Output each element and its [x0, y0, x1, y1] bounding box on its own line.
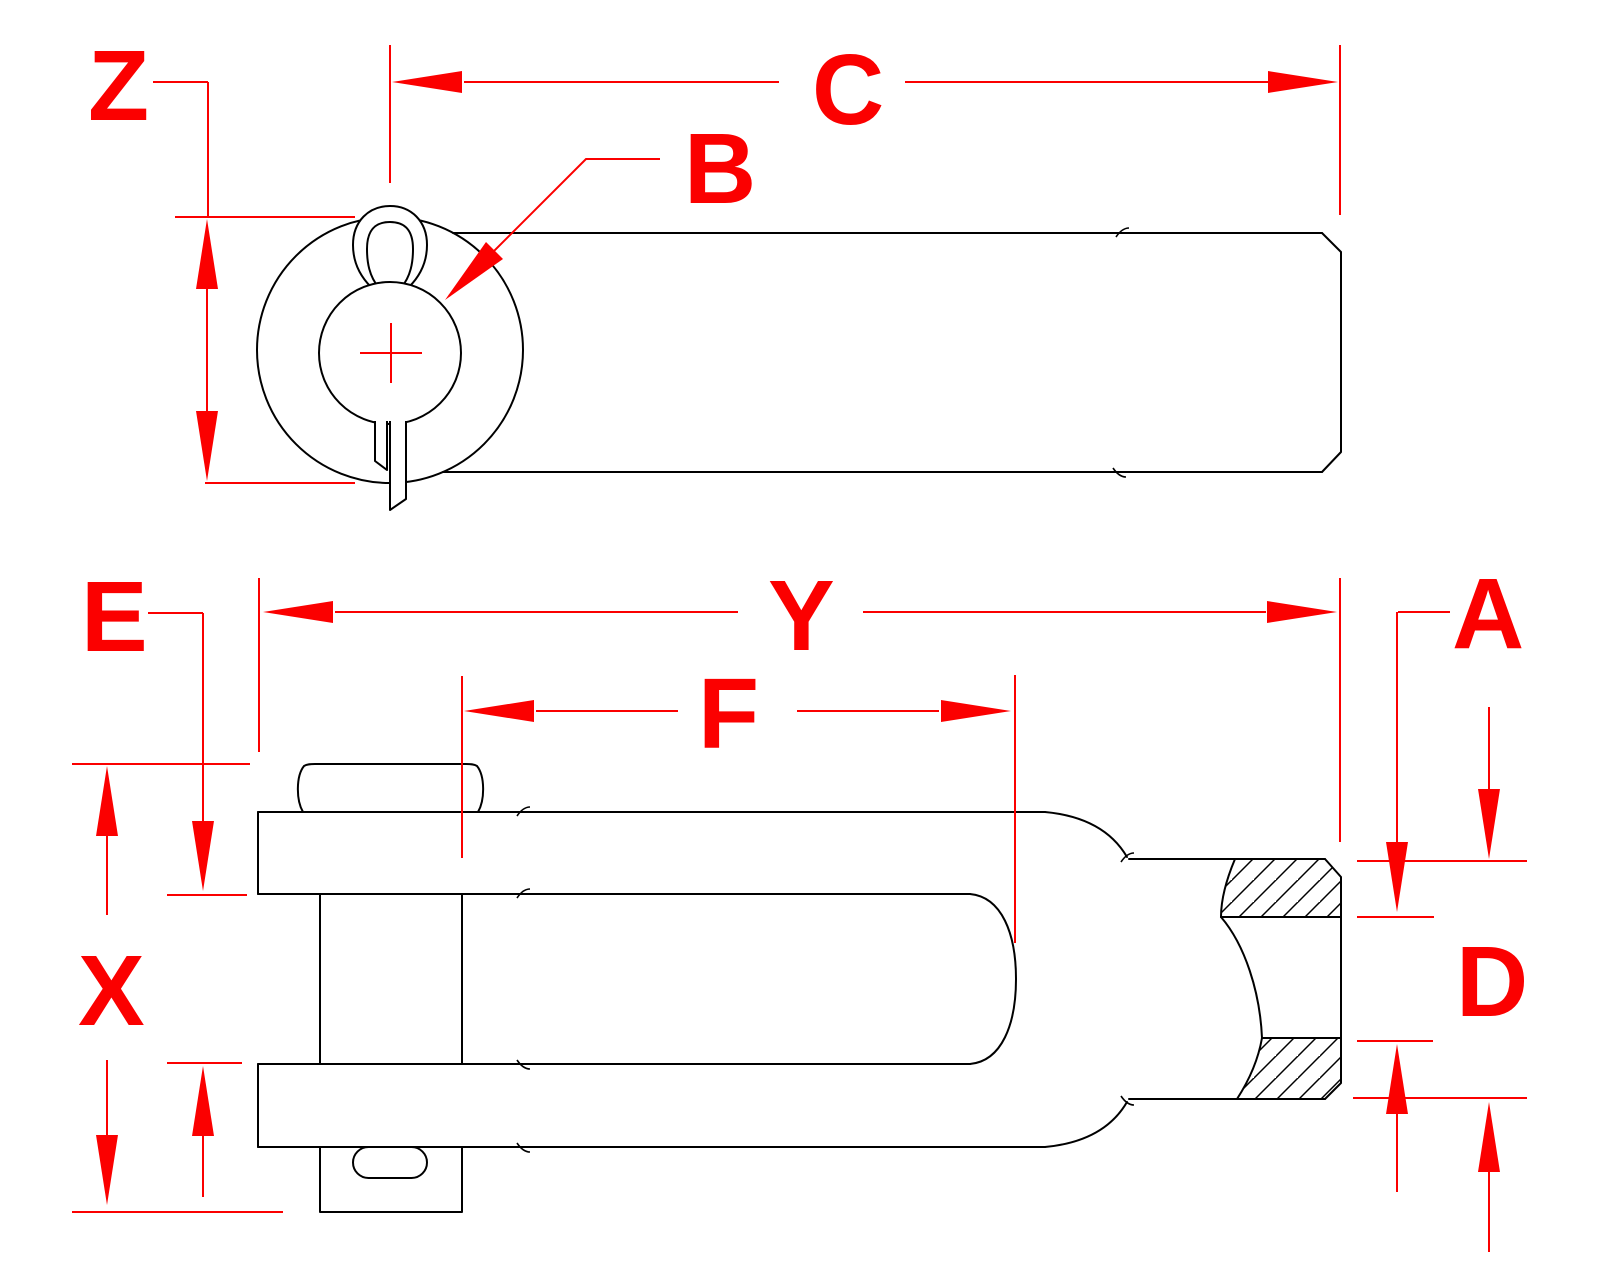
cotter-leg-right	[389, 421, 407, 511]
swage-break-mark	[1115, 227, 1130, 238]
swage-break-mark	[516, 888, 531, 899]
arrow-down-icon	[96, 1135, 118, 1205]
bore-bottom-curve	[1220, 916, 1263, 1039]
dim-label-a: A	[1452, 558, 1524, 670]
arrow-left-icon	[263, 601, 333, 623]
dimension-e	[148, 612, 247, 1197]
swage-break-mark	[516, 1059, 531, 1070]
dim-label-d: D	[1456, 926, 1528, 1038]
dim-label-e: E	[81, 561, 148, 673]
bore-cone-upper	[1220, 858, 1236, 918]
dimension-y	[258, 578, 1341, 842]
dimension-d	[1353, 707, 1527, 1252]
arrow-down-icon	[192, 821, 214, 891]
cotter-leg-left	[374, 421, 388, 471]
dimension-c	[389, 45, 1341, 215]
taper-fillet-top	[1044, 811, 1128, 858]
cotter-ring-inner	[366, 221, 414, 289]
swage-break-mark	[516, 806, 531, 817]
dim-label-b: B	[684, 113, 756, 225]
arrow-up-icon	[1386, 1044, 1408, 1114]
taper-fillet-bottom	[1044, 1101, 1128, 1148]
arrow-up-icon	[196, 219, 218, 289]
dim-label-c: C	[812, 34, 884, 146]
arrow-right-icon	[941, 700, 1011, 722]
dim-label-y: Y	[768, 560, 835, 672]
dim-label-z: Z	[88, 30, 149, 142]
cotter-ring-outer	[352, 205, 428, 288]
dimension-f	[461, 675, 1016, 943]
fork-view-geometry	[257, 763, 1342, 1213]
dimension-x	[72, 763, 283, 1213]
shank-right-end-chamfered	[1324, 858, 1342, 1100]
swage-break-mark	[1120, 1095, 1135, 1106]
pin-center-mark	[360, 323, 422, 383]
arrow-down-icon	[196, 411, 218, 481]
arrow-up-icon	[192, 1066, 214, 1136]
arrow-down-icon	[1478, 789, 1500, 859]
body-right-end-chamfered	[1321, 232, 1342, 473]
pin-head	[296, 763, 485, 813]
dimension-labels: Z C B E Y F A X D	[78, 30, 1528, 1047]
dim-label-f: F	[698, 658, 759, 770]
thread-wall-hatch-bottom	[1237, 1038, 1341, 1099]
leader-arrow-icon	[445, 242, 503, 300]
swage-break-mark	[516, 1142, 531, 1153]
arrow-left-icon	[464, 700, 534, 722]
dimension-a	[1357, 611, 1450, 1192]
arrow-up-icon	[96, 766, 118, 836]
dimension-z	[153, 81, 355, 484]
swage-break-mark	[1120, 852, 1135, 863]
pin-shaft-edges	[319, 894, 463, 1065]
top-view-geometry	[256, 205, 1342, 511]
arrow-left-icon	[392, 71, 462, 93]
cotter-hole-slot	[352, 1146, 428, 1179]
arrow-down-icon	[1386, 842, 1408, 912]
arrow-right-icon	[1268, 71, 1338, 93]
bore-cone-lower	[1236, 1037, 1263, 1100]
thread-wall-hatch-top	[1221, 859, 1341, 917]
arrow-up-icon	[1478, 1102, 1500, 1172]
dim-label-x: X	[78, 935, 145, 1047]
jaw-slot-round-end	[969, 893, 1017, 1065]
swage-break-mark	[1112, 467, 1127, 478]
dimension-b	[445, 158, 660, 300]
arrow-right-icon	[1267, 601, 1337, 623]
